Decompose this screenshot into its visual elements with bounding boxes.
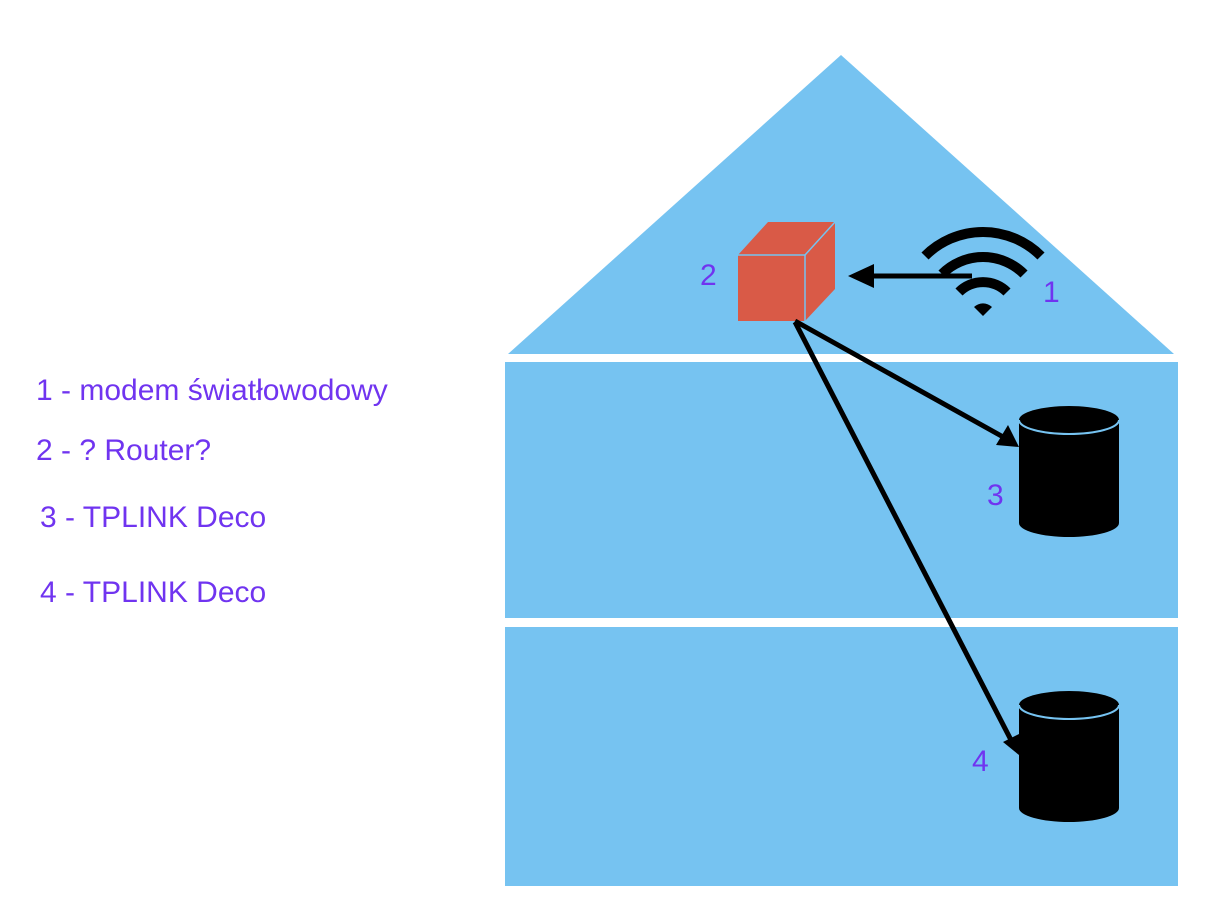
router-cube-icon bbox=[738, 221, 836, 321]
edge-1-to-2 bbox=[848, 264, 972, 288]
legend-item-1: 1 - modem światłowodowy bbox=[36, 374, 388, 407]
edge-2-to-3 bbox=[793, 318, 1019, 447]
node-label-4: 4 bbox=[972, 745, 989, 778]
edge-2-to-4 bbox=[792, 320, 1019, 755]
legend-item-2: 2 - ? Router? bbox=[36, 434, 212, 467]
house-roof bbox=[508, 55, 1174, 354]
node-label-3: 3 bbox=[987, 479, 1004, 512]
node-label-2: 2 bbox=[700, 259, 717, 292]
legend-item-4: 4 - TPLINK Deco bbox=[40, 576, 267, 609]
deco-cylinder-icon-4 bbox=[1018, 691, 1120, 822]
legend-item-3: 3 - TPLINK Deco bbox=[40, 501, 267, 534]
wifi-icon bbox=[921, 226, 1045, 316]
deco-cylinder-icon-3 bbox=[1018, 406, 1120, 537]
node-label-1: 1 bbox=[1043, 276, 1060, 309]
